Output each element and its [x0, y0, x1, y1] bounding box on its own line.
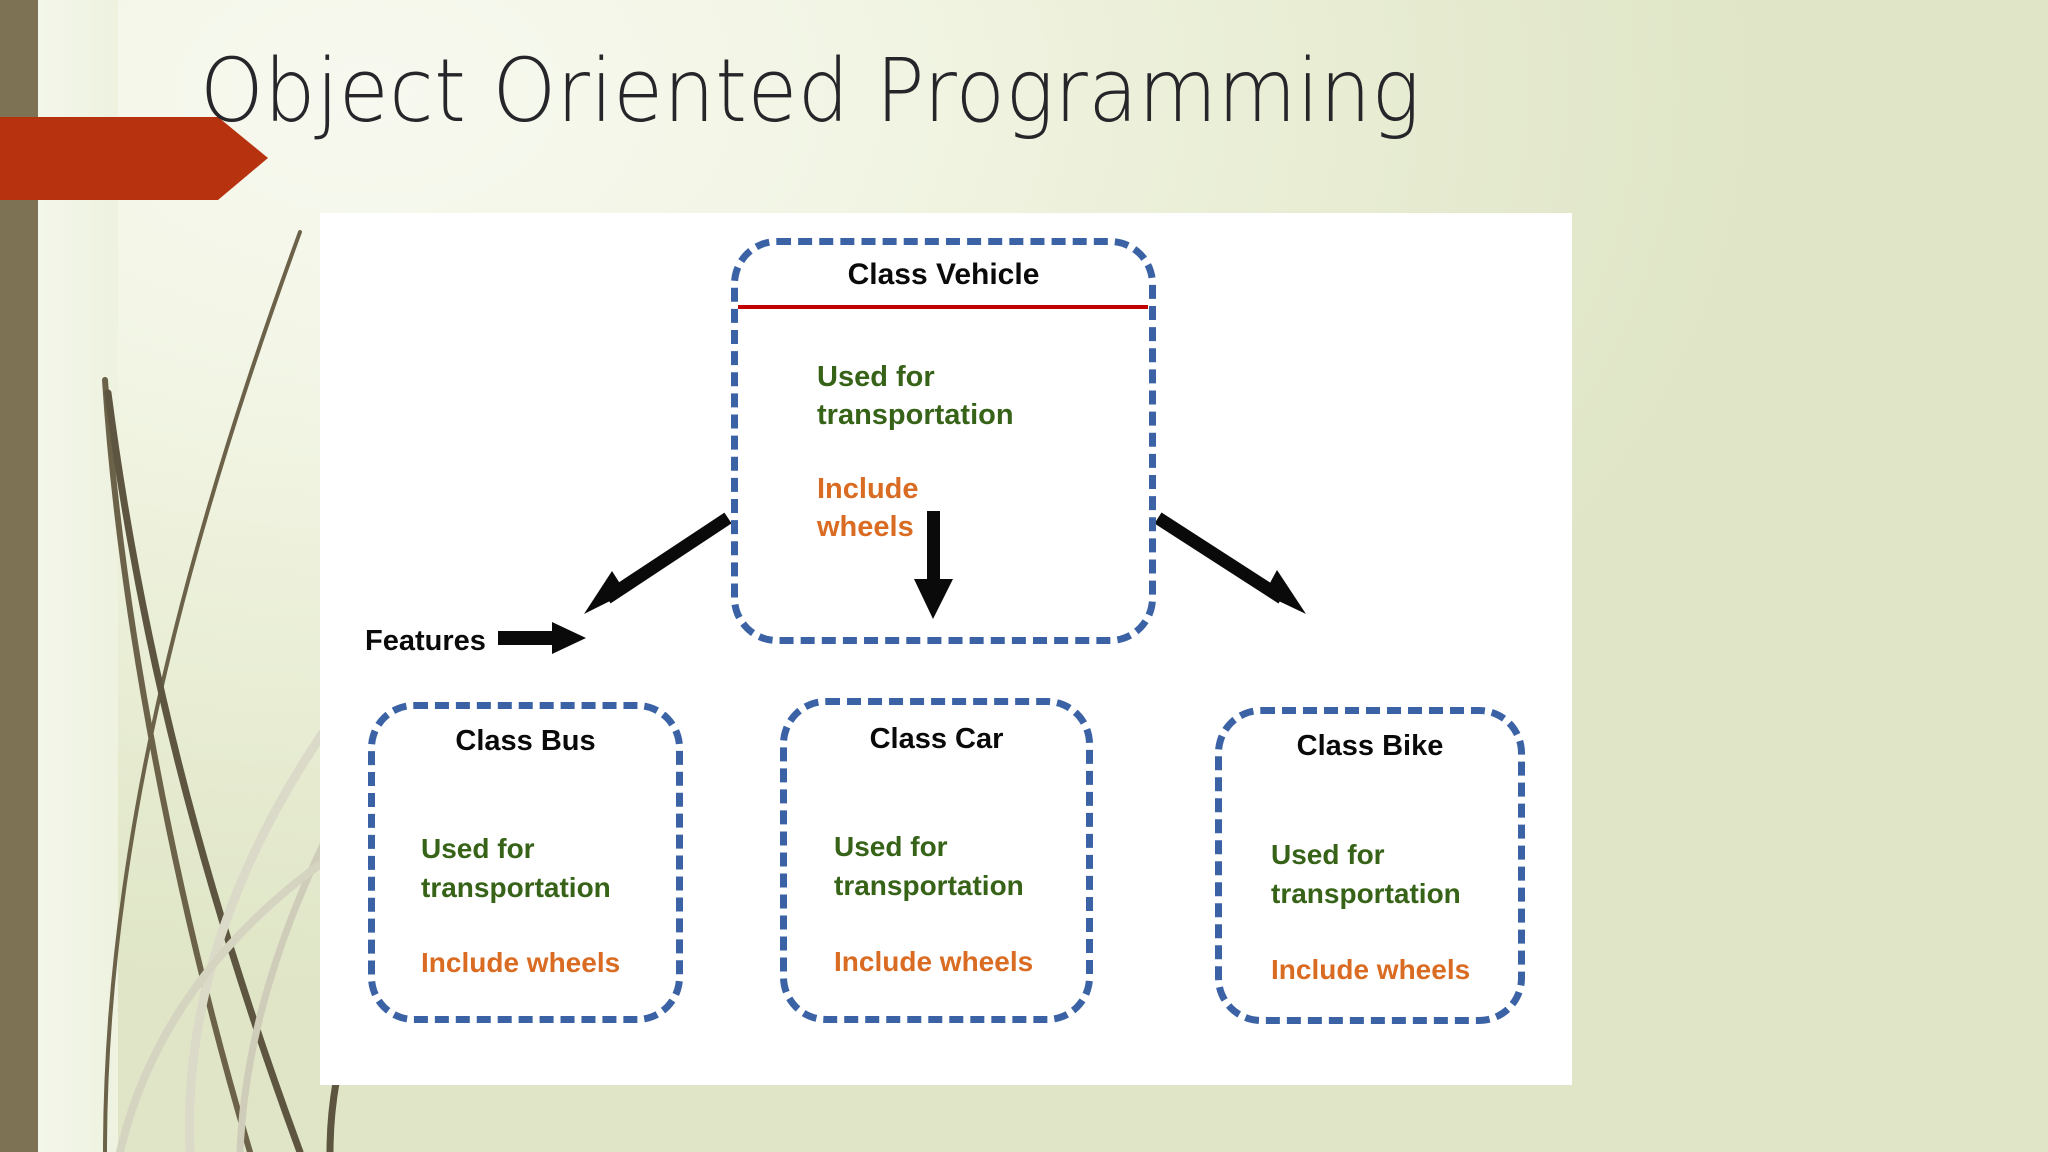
class-bike-orange: Include wheels [1271, 954, 1471, 985]
class-bus-orange: Include wheels [421, 947, 621, 978]
class-bus-box[interactable] [368, 702, 683, 1023]
class-vehicle-green-line1: Used for [817, 361, 935, 393]
class-vehicle-orange-line2: wheels [817, 511, 914, 543]
arrow-to-bike [1154, 512, 1306, 614]
class-hierarchy-diagram: Features Class Vehicle Used for transpor… [320, 213, 1572, 1085]
class-car-orange: Include wheels [834, 946, 1034, 977]
class-bike-box[interactable] [1215, 707, 1525, 1024]
class-vehicle-box[interactable] [731, 238, 1156, 644]
red-banner-arrow [0, 117, 268, 200]
class-car-green-line2: transportation [834, 870, 1024, 901]
class-car-title: Class Car [869, 723, 1004, 755]
diagram-card: Features Class Vehicle Used for transpor… [320, 213, 1572, 1085]
arrow-to-bus [584, 512, 732, 614]
class-vehicle-green-line2: transportation [817, 399, 1014, 431]
class-bike-green-line1: Used for [1271, 839, 1385, 870]
class-car-green-line1: Used for [834, 831, 948, 862]
class-bike-title: Class Bike [1296, 730, 1444, 762]
class-bus-green-line2: transportation [421, 872, 611, 903]
features-pointer-arrow [498, 622, 586, 654]
class-bus-title: Class Bus [455, 725, 596, 757]
page-title: Object Oriented Programming [200, 40, 1421, 142]
class-bus-green-line1: Used for [421, 833, 535, 864]
class-car-box[interactable] [780, 698, 1093, 1023]
features-label: Features [365, 625, 486, 657]
class-vehicle-orange-line1: Include [817, 473, 919, 505]
class-bike-green-line2: transportation [1271, 878, 1461, 909]
class-vehicle-divider [738, 305, 1148, 309]
class-vehicle-title: Class Vehicle [847, 258, 1040, 291]
